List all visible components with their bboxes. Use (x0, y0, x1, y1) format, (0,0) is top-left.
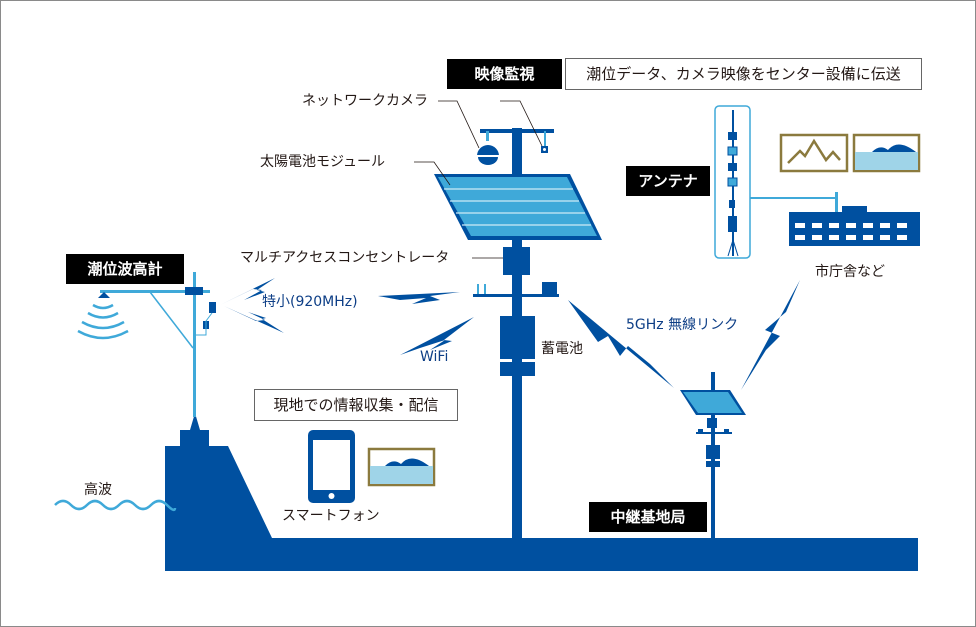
label-wifi: WiFi (420, 349, 449, 365)
label-storage-battery: 蓄電池 (541, 341, 583, 357)
tide-gauge-icon (77, 272, 216, 417)
network-camera-icon (477, 145, 499, 156)
caption-transmit-to-center: 潮位データ、カメラ映像をセンター設備に伝送 (565, 58, 922, 90)
tag-antenna: アンテナ (626, 166, 710, 196)
label-multi-access-concentrator: マルチアクセスコンセントレータ (240, 250, 450, 266)
tag-tide-wave-gauge: 潮位波高計 (66, 254, 184, 284)
building-icon (789, 206, 920, 258)
landscape-image-icon (367, 447, 436, 487)
label-network-camera: ネットワークカメラ (302, 93, 428, 109)
label-link-5ghz: 5GHz 無線リンク (626, 317, 739, 333)
seawall-shape (165, 413, 918, 571)
relay-station-icon (680, 372, 746, 540)
label-city-hall: 市庁舎など (815, 264, 885, 280)
landscape-image-icon (852, 133, 921, 173)
antenna-tower-icon (714, 105, 838, 259)
tag-video-monitoring: 映像監視 (447, 59, 562, 89)
line-graph-icon (779, 133, 849, 173)
tag-relay-station: 中継基地局 (589, 502, 707, 532)
caption-local-collection: 現地での情報収集・配信 (254, 389, 458, 421)
label-smartphone: スマートフォン (282, 508, 380, 524)
main-pole (473, 128, 559, 540)
wave-icon (54, 499, 177, 512)
label-low-power-radio: 特小(920MHz) (262, 294, 358, 310)
lightning-signal-icon (220, 278, 474, 355)
ground-seawall (165, 413, 918, 571)
leader-lines (414, 100, 543, 259)
label-solar-module: 太陽電池モジュール (260, 154, 386, 170)
label-high-waves: 高波 (84, 482, 112, 498)
solar-panel-icon (434, 174, 602, 240)
smartphone-icon (308, 430, 355, 503)
